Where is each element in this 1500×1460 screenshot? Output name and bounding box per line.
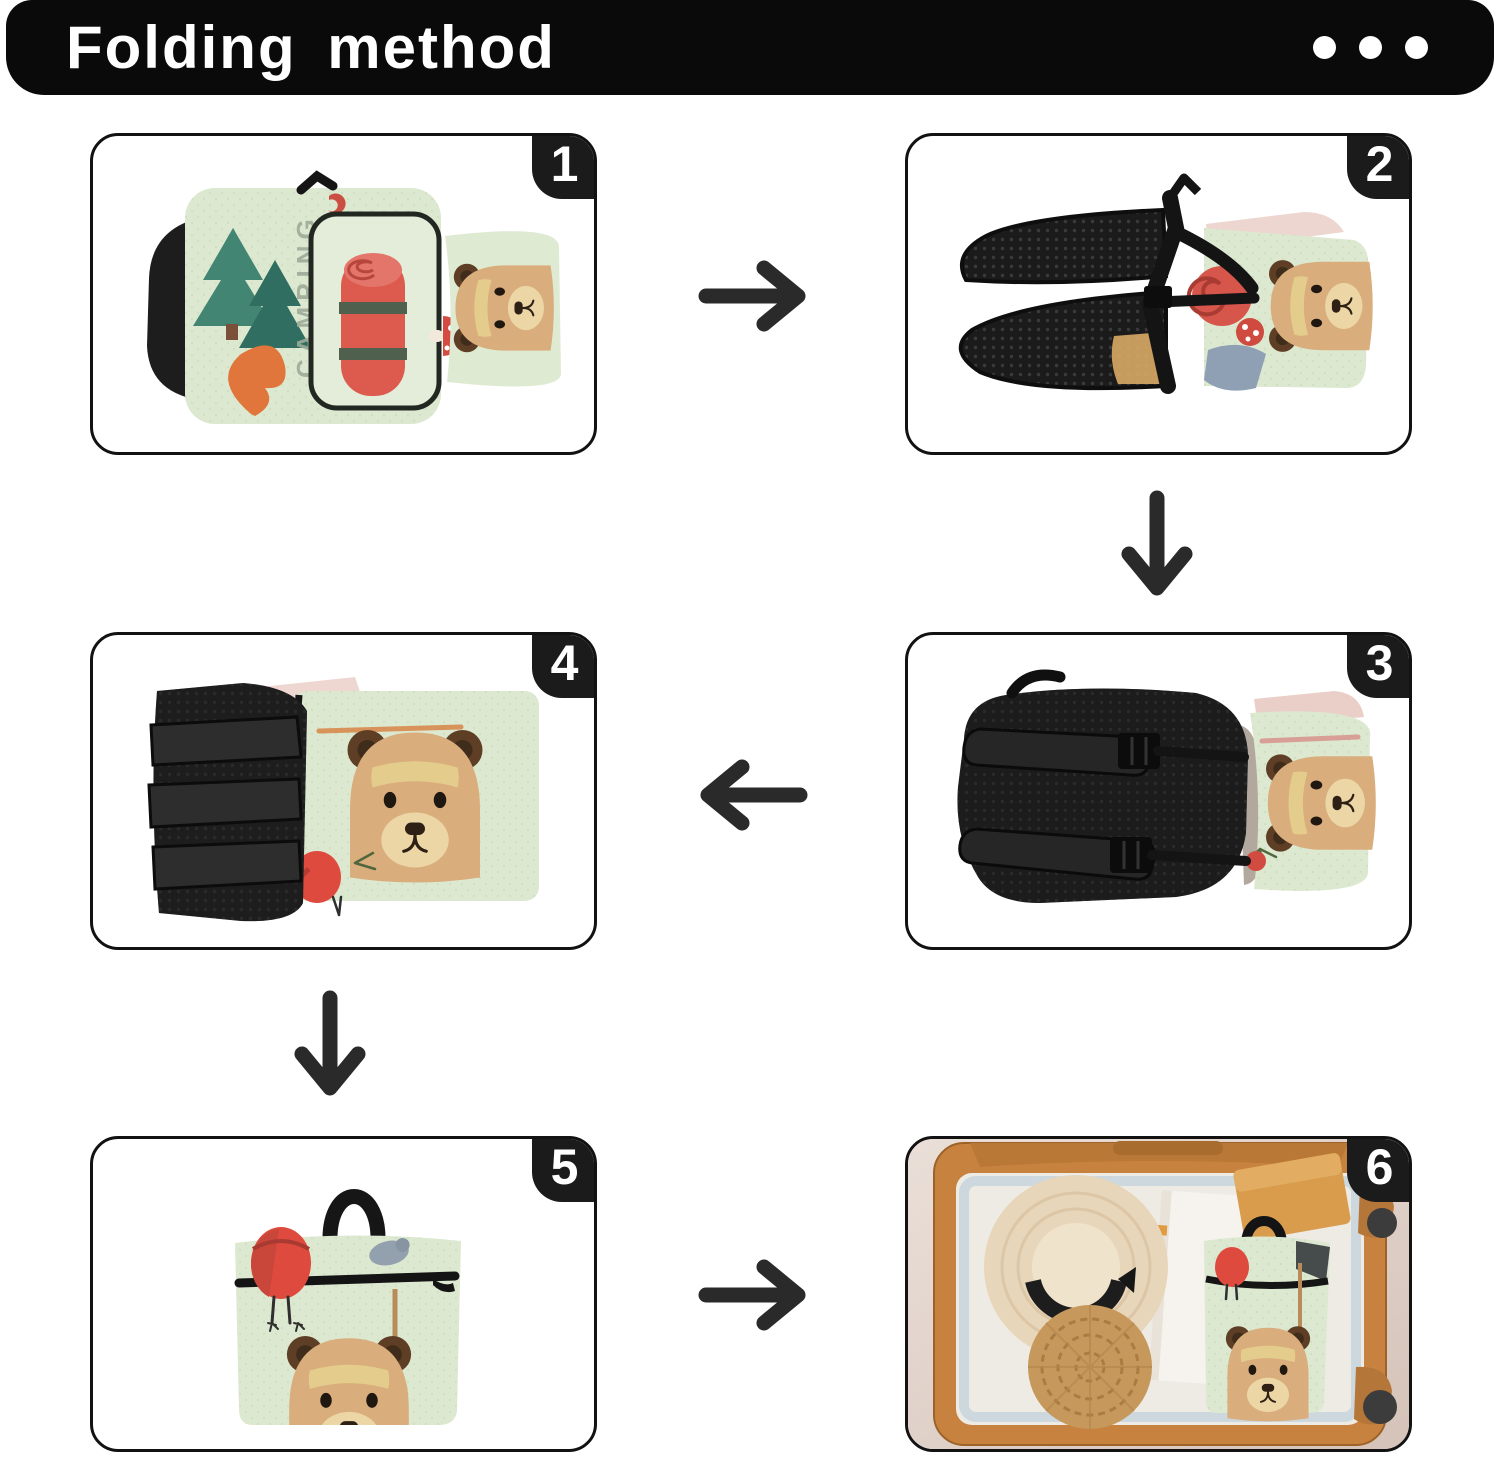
- arrow-right-icon: [694, 254, 816, 338]
- step-4-number-badge: 4: [532, 635, 594, 698]
- step-6-photo: [908, 1139, 1409, 1449]
- dot-icon: [1313, 36, 1336, 59]
- step-panel-2: 2: [905, 133, 1412, 455]
- step-3-number-badge: 3: [1347, 635, 1409, 698]
- arrow-down-icon: [1115, 484, 1199, 602]
- step-number: 4: [550, 635, 579, 691]
- step-6-number-badge: 6: [1347, 1139, 1409, 1202]
- step-number: 1: [550, 136, 579, 192]
- step-number: 2: [1365, 136, 1394, 192]
- step-1-number-badge: 1: [532, 136, 594, 199]
- step-number: 5: [550, 1139, 579, 1195]
- step-number: 6: [1365, 1139, 1394, 1195]
- step-3-photo: [957, 669, 1377, 903]
- step-5-photo: [234, 1189, 461, 1425]
- step-panel-3: 3: [905, 632, 1412, 950]
- arrow-right-icon: [694, 1253, 816, 1337]
- ellipsis-dots-icon: [1313, 36, 1428, 59]
- step-panel-6: 6: [905, 1136, 1412, 1452]
- step-2-photo: [958, 173, 1374, 394]
- header-bar: Folding method: [6, 0, 1494, 95]
- step-2-number-badge: 2: [1347, 136, 1409, 199]
- rattan-bag: [1028, 1305, 1152, 1429]
- step-5-number-badge: 5: [532, 1139, 594, 1202]
- dot-icon: [1405, 36, 1428, 59]
- dot-icon: [1359, 36, 1382, 59]
- step-panel-1: CAMPING 1: [90, 133, 597, 455]
- arrow-left-icon: [690, 753, 812, 837]
- step-panel-4: 4: [90, 632, 597, 950]
- step-1-photo: CAMPING: [147, 170, 561, 424]
- step-number: 3: [1365, 635, 1394, 691]
- packed-pouch: [1204, 1216, 1330, 1423]
- page-title: Folding method: [66, 13, 556, 81]
- arrow-down-icon: [288, 984, 372, 1102]
- step-4-photo: [147, 677, 539, 922]
- step-panel-5: 5: [90, 1136, 597, 1452]
